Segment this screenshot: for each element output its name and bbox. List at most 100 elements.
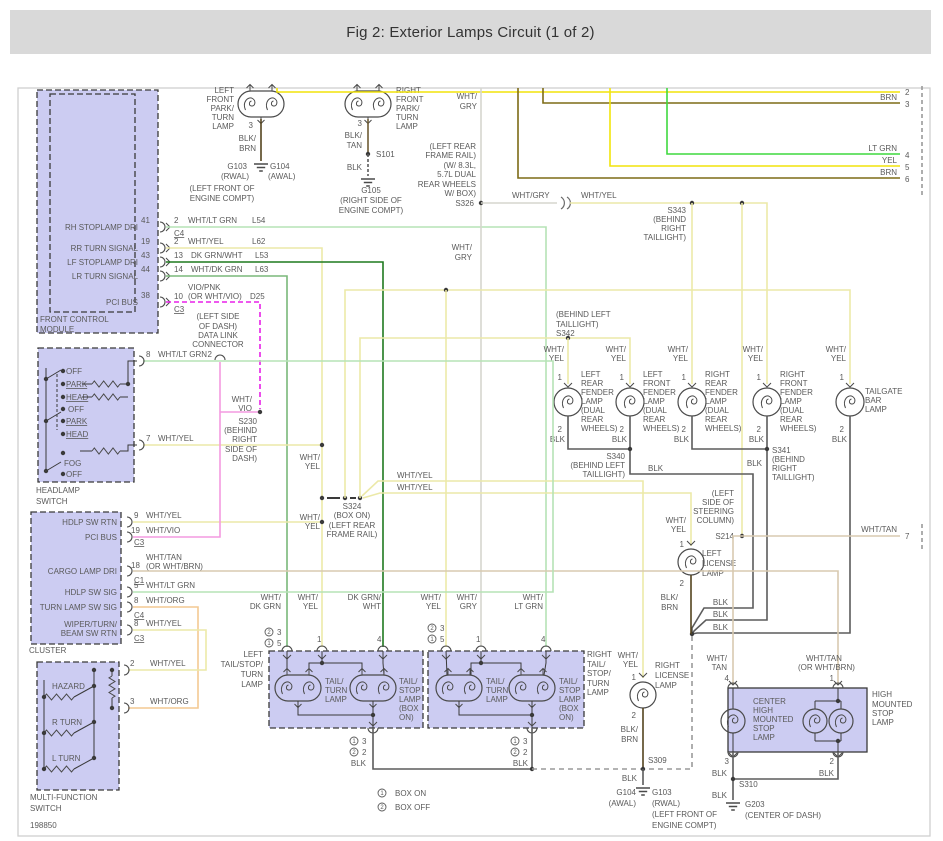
right-front-park-turn-lamp-lead xyxy=(375,83,383,91)
connector-pin-icon xyxy=(138,355,145,367)
ground-icon xyxy=(254,163,268,172)
label: S343 xyxy=(667,206,686,215)
label: YEL xyxy=(303,602,319,611)
splice-s324 xyxy=(319,495,325,501)
label: YEL xyxy=(611,354,627,363)
label: TAILGATE xyxy=(865,387,903,396)
label: S230 xyxy=(238,417,257,426)
label: REAR xyxy=(581,415,603,424)
label: TURN xyxy=(325,686,347,695)
junction-dot xyxy=(41,694,47,700)
arrow-chevron-icon xyxy=(687,382,697,388)
junction-dot xyxy=(60,406,66,412)
tail-turn-lamp-left-lead xyxy=(283,667,291,675)
wire xyxy=(297,701,373,716)
label: (LEFT FRONT OF xyxy=(189,184,254,193)
label: FENDER xyxy=(581,388,614,397)
label: TURN xyxy=(241,670,263,679)
label: WHT/YEL xyxy=(150,659,186,668)
label: BLK xyxy=(747,459,763,468)
label: LICENSE xyxy=(655,671,689,680)
chmsl-lamp-coil-icon xyxy=(726,714,739,728)
left-license-lamp-coil-icon xyxy=(684,555,697,569)
label: FRAME RAIL) xyxy=(425,151,476,160)
arrow-chevron-icon xyxy=(638,672,648,678)
label: 44 xyxy=(141,265,150,274)
connector-pin-icon xyxy=(123,664,130,676)
doc-number: 198850 xyxy=(30,821,57,830)
label: FENDER xyxy=(705,388,738,397)
label: FRONT xyxy=(206,95,234,104)
connector-pin-icon xyxy=(126,586,133,598)
label: BLK xyxy=(351,759,367,768)
wire xyxy=(361,480,644,678)
label: BLK xyxy=(622,774,638,783)
label: BLK xyxy=(832,435,848,444)
arrow-chevron-icon xyxy=(563,382,573,388)
label: FRONT xyxy=(643,379,671,388)
left-rear-fender-lamp xyxy=(553,387,583,417)
circled-number-icon xyxy=(349,736,359,746)
label: LAMP xyxy=(702,569,724,578)
label: YEL xyxy=(305,522,321,531)
label: HIGH xyxy=(753,706,773,715)
label: (BOX xyxy=(399,704,419,713)
label: (DUAL xyxy=(705,406,730,415)
splice-s341 xyxy=(764,446,770,452)
label: CLUSTER xyxy=(29,646,67,655)
label: WHT/YEL xyxy=(397,471,433,480)
label: RIGHT xyxy=(772,464,797,473)
resistor-icon xyxy=(91,393,121,401)
label: WHT/ xyxy=(523,593,544,602)
arrow-chevron-icon xyxy=(762,382,772,388)
label: L53 xyxy=(255,251,269,260)
label: REAR WHEELS xyxy=(418,180,476,189)
label: TURN LAMP SW SIG xyxy=(40,603,117,612)
diagram-frame xyxy=(17,87,931,837)
label: BLK xyxy=(648,464,664,473)
multi-function-switch-box xyxy=(36,661,120,791)
resistor-icon xyxy=(43,765,75,773)
circled-number-icon xyxy=(510,747,520,757)
high-mounted-stop-lamp-a-coil-icon xyxy=(808,714,821,728)
label: 2 xyxy=(362,748,367,757)
label: TAILLIGHT) xyxy=(582,470,625,479)
wire xyxy=(629,416,754,634)
label: WHT/YEL xyxy=(146,511,182,520)
circled-number-label: 1 xyxy=(267,641,271,647)
right-license-lamp xyxy=(629,681,657,709)
label: LAMP xyxy=(865,405,887,414)
label: BLK xyxy=(347,163,363,172)
label: 5.7L DUAL xyxy=(437,170,476,179)
label: BLK xyxy=(513,759,529,768)
label: CONNECTOR xyxy=(192,340,244,349)
tail-stop-lamp-right-coil-icon xyxy=(514,681,527,695)
label: TAIL/ xyxy=(559,677,578,686)
label: FENDER xyxy=(643,388,676,397)
label: G104 xyxy=(616,788,636,797)
junction-dot xyxy=(43,376,49,382)
label: G103 xyxy=(227,162,247,171)
label: WHT/ xyxy=(421,593,442,602)
label: FRONT xyxy=(396,95,424,104)
label: (DUAL xyxy=(643,406,668,415)
label: WHT/YEL xyxy=(581,191,617,200)
label: D25 xyxy=(250,292,265,301)
label: HIGH xyxy=(872,690,892,699)
connector-pin-icon xyxy=(159,296,166,308)
left-rear-fender-lamp-coil-icon xyxy=(561,395,574,409)
label: HDLP SW RTN xyxy=(62,518,117,527)
label: 2 xyxy=(208,350,213,359)
junction-dot xyxy=(529,712,535,718)
connector-pin-icon xyxy=(126,531,133,543)
label: WHT/ xyxy=(298,593,319,602)
label: 3 xyxy=(905,100,910,109)
arrow-chevron-icon xyxy=(368,721,378,727)
label: 38 xyxy=(141,291,150,300)
label: LR TURN SIGNAL xyxy=(72,272,139,281)
label: (OR WHT/BRN) xyxy=(798,663,855,672)
circled-number-label: 2 xyxy=(380,805,384,811)
label: 7 xyxy=(905,532,910,541)
label: BLK xyxy=(612,435,628,444)
connector-pin-icon xyxy=(540,645,552,652)
